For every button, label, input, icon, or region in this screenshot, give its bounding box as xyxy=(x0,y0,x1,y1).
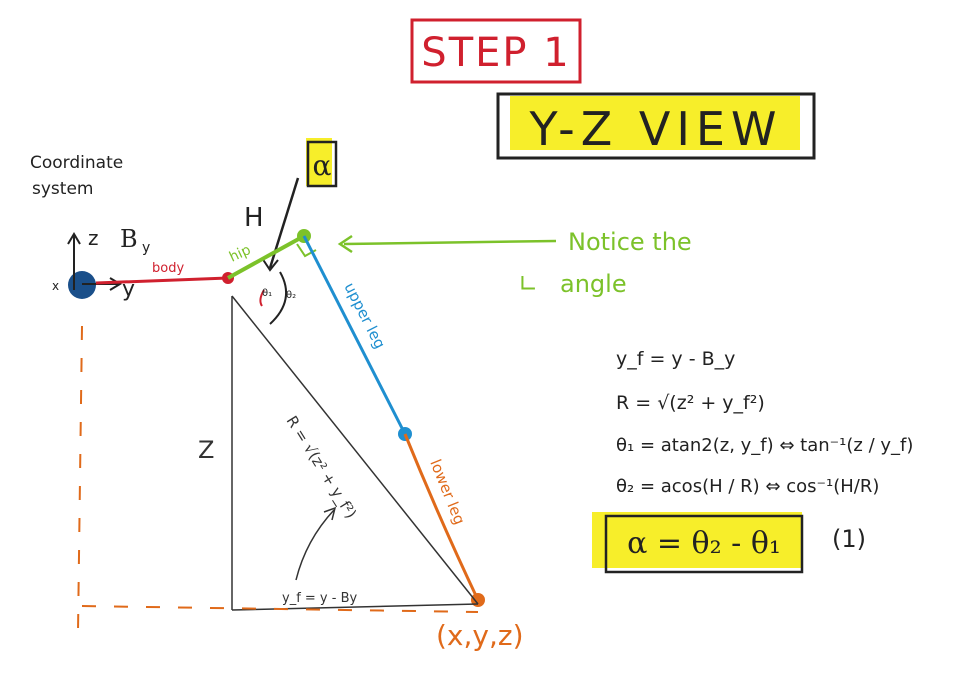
ground-horizontal-dash xyxy=(81,605,479,613)
notice-line1: Notice the xyxy=(568,228,692,256)
notice-arrowhead xyxy=(337,234,353,254)
hip-segment-label: hip xyxy=(227,242,253,266)
theta2-label: θ₂ xyxy=(286,290,296,301)
yf-pointer-arrowhead xyxy=(323,506,337,521)
lower-leg-label: lower leg xyxy=(426,457,468,527)
step-title: STEP 1 xyxy=(421,30,570,76)
theta1-label: θ₁ xyxy=(262,288,272,299)
coordinate-label-line2: system xyxy=(32,179,93,199)
coordinate-label-line1: Coordinate xyxy=(30,153,123,173)
alpha-pointer-arrowhead xyxy=(261,257,279,272)
alpha-pointer-arrow xyxy=(268,177,300,269)
r-label: R = √(z² + y_f²) xyxy=(282,413,360,523)
body-segment xyxy=(95,276,229,285)
theta1-arc xyxy=(259,289,265,307)
hip-length-label: H xyxy=(244,203,264,233)
body-origin-sub: y xyxy=(142,240,150,256)
result-number: (1) xyxy=(832,525,866,553)
yf-pointer-arrow xyxy=(295,509,335,581)
alpha-highlight xyxy=(306,138,332,186)
view-title: Y-Z VIEW xyxy=(529,102,783,156)
body-origin-label: B xyxy=(120,225,138,253)
r-hypotenuse-line xyxy=(231,295,479,605)
equation-r: R = √(z² + y_f²) xyxy=(616,392,765,414)
notice-line2: angle xyxy=(560,270,627,298)
alpha-box-label: α xyxy=(313,149,332,182)
result-equation: α = θ₂ - θ₁ xyxy=(627,526,781,561)
z-axis-label: z xyxy=(88,226,99,250)
equation-yf: y_f = y - B_y xyxy=(616,348,735,370)
theta2-arc xyxy=(269,271,288,325)
equation-theta2: θ₂ = acos(H / R) ⇔ cos⁻¹(H/R) xyxy=(616,476,879,497)
z-label: Z xyxy=(198,436,214,464)
result-highlight xyxy=(592,512,802,568)
x-axis-label: x xyxy=(52,279,59,293)
body-segment-label: body xyxy=(152,261,184,276)
z-axis-arrowhead xyxy=(67,232,81,245)
alpha-box xyxy=(306,140,338,188)
view-title-highlight xyxy=(510,96,800,150)
y-axis-arrowhead xyxy=(109,277,122,291)
lower-leg-segment xyxy=(403,433,480,601)
foot-point xyxy=(471,593,485,607)
notice-angle-symbol: ∟ xyxy=(518,270,538,298)
equation-theta1: θ₁ = atan2(z, y_f) ⇔ tan⁻¹(z / y_f) xyxy=(616,435,913,456)
step-title-box xyxy=(410,18,582,84)
upper-leg-segment xyxy=(302,235,407,435)
hip-segment xyxy=(227,234,305,280)
result-box xyxy=(604,514,804,574)
foot-coordinate-label: (x,y,z) xyxy=(436,619,524,652)
upper-leg-label: upper leg xyxy=(340,280,389,352)
notice-arrow xyxy=(343,239,557,246)
yf-leg-line xyxy=(231,603,479,611)
view-title-box xyxy=(496,92,816,160)
yf-label: y_f = y - By xyxy=(282,591,357,606)
ground-vertical-dash xyxy=(77,325,83,633)
